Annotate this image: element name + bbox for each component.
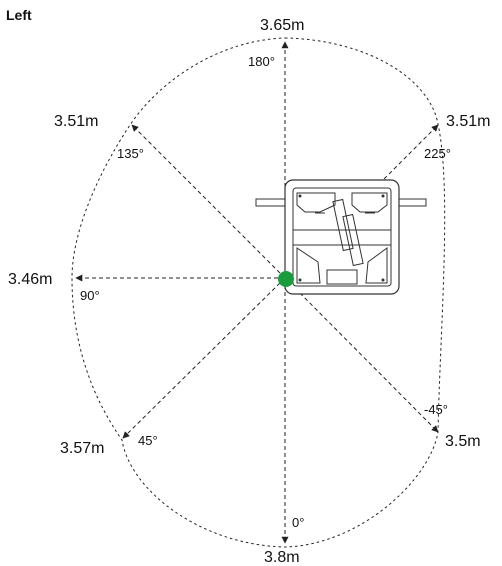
ray-45 <box>122 277 286 439</box>
ray-m45 <box>284 277 439 433</box>
distance-label-0: 3.8m <box>264 549 300 566</box>
device-top-view <box>255 179 427 295</box>
ray-135 <box>131 124 286 279</box>
right-handle <box>397 198 427 207</box>
distance-label-90: 3.46m <box>8 271 52 288</box>
angle-label-135: 135° <box>117 146 144 161</box>
distance-label-45: 3.57m <box>60 440 104 457</box>
angle-label-225: 225° <box>424 146 451 161</box>
diagram-title: Left <box>6 7 32 23</box>
angle-label-90: 90° <box>80 288 100 303</box>
distance-label-180: 3.65m <box>260 17 304 34</box>
distance-label-225: 3.51m <box>446 113 490 130</box>
left-handle <box>255 198 287 207</box>
angle-label-m45: -45° <box>424 402 448 417</box>
distance-label-m45: 3.5m <box>445 433 481 450</box>
angle-label-0: 0° <box>292 515 304 530</box>
boundary-curve <box>71 37 446 548</box>
origin-marker <box>278 271 294 287</box>
angle-label-45: 45° <box>138 433 158 448</box>
angle-label-180: 180° <box>248 54 275 69</box>
distance-label-135: 3.51m <box>54 113 98 130</box>
device-body <box>284 179 400 295</box>
